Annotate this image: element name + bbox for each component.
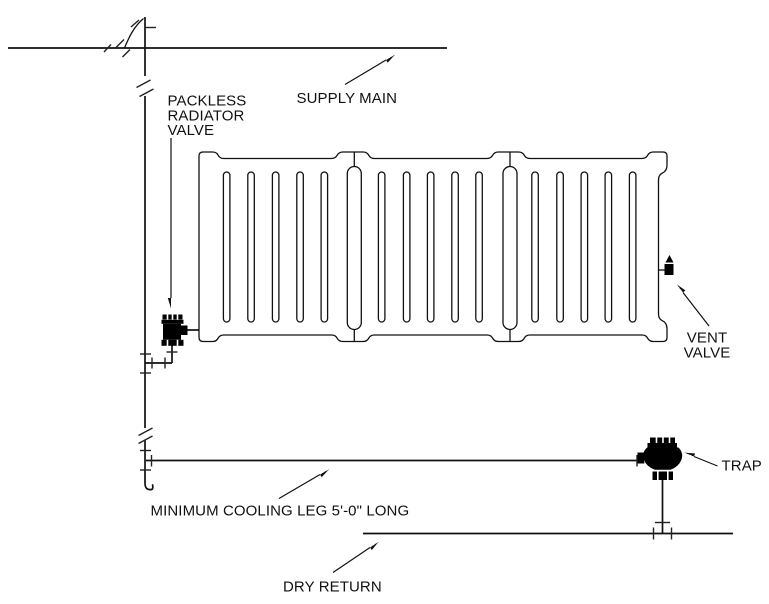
- union-ticks-valve-branch: [151, 351, 178, 369]
- vent-valve-leader-arrow: [683, 293, 710, 327]
- radiator-section-divider: [346, 165, 362, 331]
- radiator-tube-slot: [628, 171, 637, 323]
- radiator-tube-slot: [475, 171, 483, 323]
- radiator-tube-slot: [580, 171, 589, 323]
- union-ticks-riser: [140, 353, 151, 471]
- dry-return-line: [363, 527, 733, 540]
- packless-valve-label-line3: VALVE: [168, 122, 215, 139]
- radiator-tube-slot: [320, 171, 329, 323]
- pipe-break-symbol-lower: [138, 427, 153, 445]
- labels: PACKLESS RADIATOR VALVE SUPPLY MAIN VENT…: [151, 90, 762, 596]
- radiator-tube-slot: [426, 171, 435, 323]
- vent-valve-symbol: [658, 255, 674, 275]
- riser-pipe: [103, 17, 156, 491]
- takeoff-curve: [123, 18, 144, 49]
- radiator-tube-slot: [531, 171, 539, 323]
- fitting-ticks-takeoff: [103, 19, 156, 58]
- radiator-section-divider: [502, 165, 518, 331]
- trap-leader-arrow: [694, 457, 718, 467]
- leader-arrows: [171, 60, 718, 573]
- cooling-leg-line: [146, 455, 638, 467]
- trap-symbol: [637, 437, 683, 533]
- supply-main-label: SUPPLY MAIN: [297, 90, 398, 107]
- radiator-tube-slot: [402, 171, 411, 323]
- dry-return-label: DRY RETURN: [283, 579, 382, 596]
- packless-valve-label-line2: RADIATOR: [168, 108, 245, 125]
- radiator-tube-slot: [222, 171, 231, 323]
- pipe-break-symbol-upper: [136, 79, 154, 98]
- packless-radiator-valve-symbol: [145, 314, 199, 369]
- radiator: [198, 151, 668, 343]
- dry-return-leader-arrow: [332, 548, 370, 573]
- vent-valve-label-line2: VALVE: [684, 345, 731, 362]
- supply-main-leader-arrow: [344, 60, 386, 86]
- radiator-tube-slot: [556, 171, 564, 323]
- cooling-leg-label: MINIMUM COOLING LEG 5'-0" LONG: [151, 503, 410, 520]
- radiator-tube-slot: [271, 171, 280, 323]
- vent-valve-label-line1: VENT: [687, 330, 727, 347]
- trap-label: TRAP: [722, 458, 762, 475]
- radiator-tube-slot: [377, 171, 386, 323]
- radiator-tube-slot: [604, 171, 613, 323]
- radiator-tube-slot: [451, 171, 459, 323]
- radiator-tube-slot: [296, 171, 304, 323]
- packless-valve-label-line1: PACKLESS: [168, 93, 247, 110]
- cooling-leg-leader-arrow: [278, 475, 320, 500]
- radiator-tube-slot: [247, 171, 255, 323]
